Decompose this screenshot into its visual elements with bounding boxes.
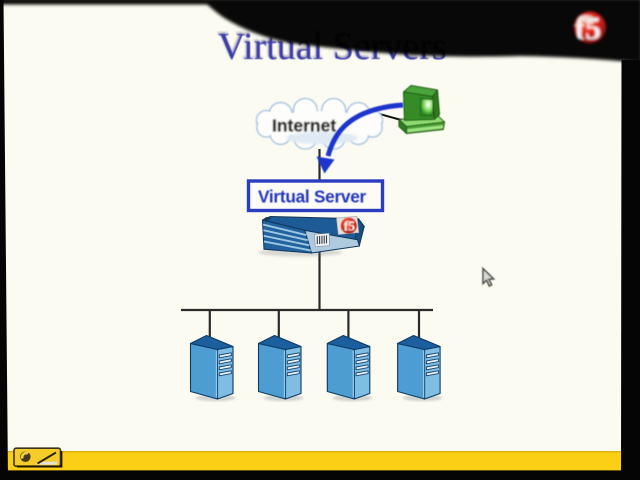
- svg-text:Internet: Internet: [272, 116, 336, 136]
- svg-text:Virtual Server: Virtual Server: [258, 186, 367, 206]
- svg-text:f5: f5: [344, 219, 355, 234]
